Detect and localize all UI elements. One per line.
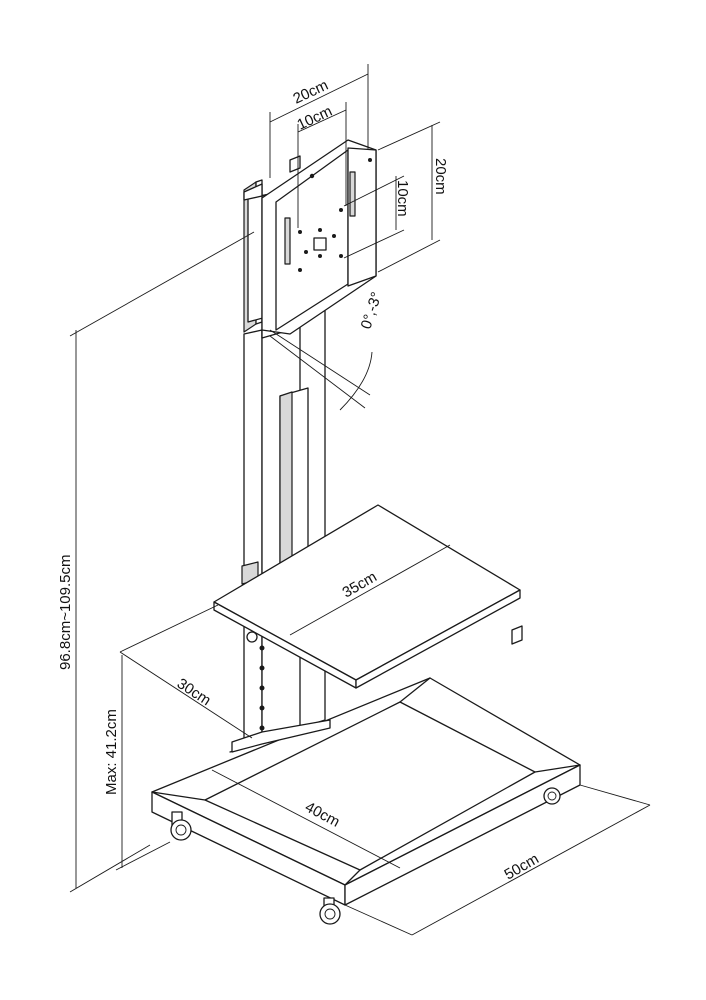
dim-tilt bbox=[269, 329, 373, 411]
label-tilt: 0°,-3° bbox=[358, 290, 386, 331]
caster-back-right bbox=[543, 787, 561, 805]
dim-overall-height bbox=[69, 231, 255, 893]
dim-shelf-max-height bbox=[115, 655, 171, 871]
base-frame bbox=[151, 677, 581, 906]
dim-vesa-height-inner bbox=[343, 175, 405, 259]
dim-base-inner bbox=[211, 769, 401, 869]
label-shelf-depth: 30cm bbox=[174, 675, 214, 709]
dim-vesa-width-inner bbox=[297, 102, 347, 228]
caster-front-left bbox=[170, 811, 192, 841]
vesa-mount bbox=[243, 139, 377, 339]
label-overall-height: 96.8cm~109.5cm bbox=[57, 555, 74, 670]
label-shelf-max-height: Max: 41.2cm bbox=[103, 709, 120, 795]
label-vesa-height-outer: 20cm bbox=[432, 158, 449, 195]
label-base-outer: 50cm bbox=[502, 850, 542, 883]
dim-base-outer bbox=[344, 784, 651, 936]
dim-vesa-width-outer bbox=[269, 64, 369, 178]
dim-shelf-depth bbox=[119, 604, 253, 739]
dim-vesa-height-outer bbox=[377, 121, 441, 273]
adjustment-holes bbox=[246, 631, 265, 731]
caster-front-right bbox=[319, 897, 341, 925]
column bbox=[229, 307, 331, 753]
dim-shelf-width bbox=[289, 544, 451, 636]
label-vesa-height-inner: 10cm bbox=[394, 180, 411, 217]
